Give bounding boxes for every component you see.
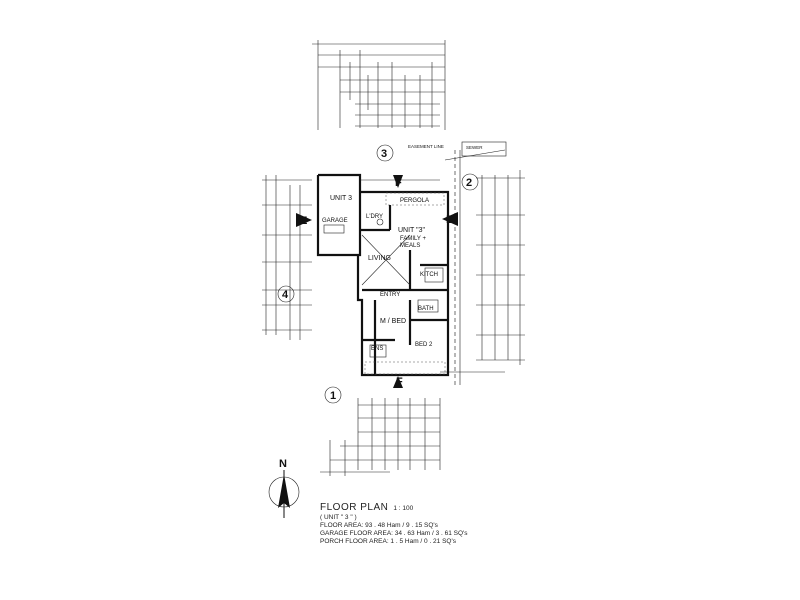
plan-title: FLOOR PLAN <box>320 502 389 513</box>
top-dimension-strings <box>312 40 446 130</box>
room-entry: ENTRY <box>380 292 400 298</box>
area-garage: GARAGE FLOOR AREA: 34 . 63 Ham / 3 . 61 … <box>320 530 468 537</box>
bottom-dimension-strings <box>320 398 441 476</box>
room-garage: GARAGE <box>322 218 348 224</box>
room-unit-label: UNIT "3" <box>398 227 426 234</box>
room-kitch: KITCH <box>420 272 438 278</box>
title-block: FLOOR PLAN 1 : 100 ( UNIT " 3 " ) FLOOR … <box>320 502 520 546</box>
grid-bubble-1: 1 <box>324 386 342 404</box>
right-dimension-strings <box>476 170 525 365</box>
svg-text:E: E <box>446 214 453 226</box>
plan-scale: 1 : 100 <box>393 505 414 512</box>
svg-text:3: 3 <box>381 148 387 160</box>
area-porch: PORCH FLOOR AREA: 1 . 5 Ham / 0 . 21 SQ'… <box>320 538 456 545</box>
room-family: FAMILY + <box>400 236 426 242</box>
room-bath: BATH <box>418 306 434 312</box>
property-boundary <box>440 141 507 385</box>
room-ens: ENS <box>371 346 383 352</box>
room-unit3: UNIT 3 <box>330 195 352 202</box>
room-pergola: PERGOLA <box>400 198 429 204</box>
grid-bubble-3: 3 <box>376 144 394 162</box>
svg-text:E: E <box>300 215 307 227</box>
left-dimension-strings <box>262 175 312 340</box>
north-arrow-icon: N <box>268 458 300 518</box>
area-floor: FLOOR AREA: 93 . 48 Ham / 9 . 15 SQ's <box>320 522 438 529</box>
svg-text:2: 2 <box>466 177 472 189</box>
grid-bubble-2: 2 <box>461 173 479 191</box>
plan-title-row: FLOOR PLAN 1 : 100 <box>320 502 520 514</box>
room-ldry: L'DRY <box>366 214 383 220</box>
svg-text:F: F <box>396 376 403 388</box>
section-marker-e-left: E <box>296 213 312 227</box>
room-meals: MEALS <box>400 243 420 249</box>
sewer-note: SEWER <box>466 145 483 150</box>
svg-text:F: F <box>395 177 402 189</box>
room-living: LIVING <box>368 255 391 262</box>
grid-bubble-4: 4 <box>277 285 295 303</box>
room-mbed: M / BED <box>380 318 406 325</box>
north-label: N <box>279 458 287 470</box>
svg-text:1: 1 <box>330 390 336 402</box>
section-marker-f-bottom: F <box>393 376 403 388</box>
section-marker-f-top: F <box>393 175 403 189</box>
svg-text:4: 4 <box>282 289 289 301</box>
unit-reference: ( UNIT " 3 " ) <box>320 514 357 521</box>
room-bed2: BED 2 <box>415 342 433 348</box>
easement-note: EASEMENT LINE <box>408 144 444 149</box>
section-marker-e-right: E <box>442 212 458 226</box>
